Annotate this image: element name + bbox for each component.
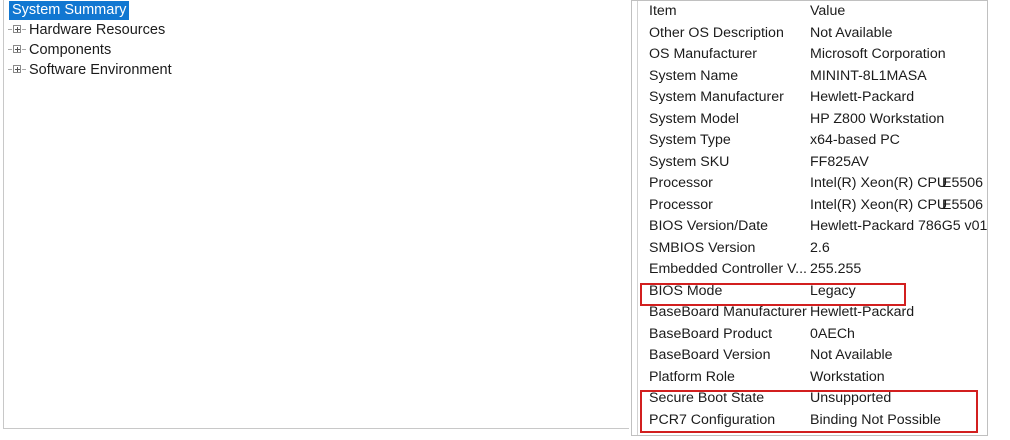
detail-row-value: Hewlett-Packard 786G5 v01.17, 8/ (810, 218, 988, 234)
detail-row-value: 0AECh (810, 325, 855, 342)
detail-row-item: BIOS Version/Date (649, 218, 769, 234)
plus-box-icon[interactable] (8, 24, 26, 35)
detail-row-item: Embedded Controller V... (649, 261, 807, 277)
detail-row-item: Other OS Description (649, 24, 784, 41)
detail-row-item: OS Manufacturer (649, 46, 758, 62)
tree-item-hardware-resources[interactable]: Hardware Resources (4, 20, 629, 40)
detail-row-value: Not Available (810, 24, 893, 41)
details-header-row: Item Value (638, 1, 987, 23)
tree-item-hardware-resources-label: Hardware Resources (29, 22, 166, 39)
detail-row-value: Legacy (810, 282, 856, 299)
tree-item-system-summary[interactable]: System Summary (4, 0, 629, 20)
detail-row-item: System Name (649, 67, 739, 84)
detail-row[interactable]: PCR7 Configuration Binding Not Possible (638, 410, 987, 432)
detail-row-item: Processor (649, 175, 713, 191)
detail-row-value: Microsoft Corporation (810, 46, 946, 62)
detail-row[interactable]: SMBIOS Version 2.6 (638, 238, 987, 260)
detail-row-value: FF825AV (810, 153, 869, 170)
detail-row[interactable]: BIOS Version/Date Hewlett-Packard 786G5 v… (638, 216, 988, 238)
detail-row[interactable]: System SKU FF825AV (638, 152, 987, 174)
detail-row-item: BaseBoard Version (649, 347, 771, 363)
detail-row[interactable]: OS Manufacturer Microsoft Corporation (638, 44, 987, 66)
detail-row-item: Platform Role (649, 368, 735, 385)
detail-row[interactable]: Platform Role Workstation (638, 367, 987, 389)
detail-row[interactable]: System Manufacturer Hewlett-Packard (638, 87, 987, 109)
detail-row-item: PCR7 Configuration (649, 411, 776, 428)
detail-row-value: HP Z800 Workstation (810, 110, 945, 127)
detail-row-item: SMBIOS Version (649, 239, 756, 256)
detail-row-value: x64-based PC (810, 132, 900, 148)
detail-row-value: Binding Not Possible (810, 411, 941, 428)
detail-row[interactable]: System Model HP Z800 Workstation (638, 109, 987, 131)
detail-row-item: System Manufacturer (649, 89, 784, 105)
detail-row-value: Hewlett-Packard (810, 89, 915, 105)
detail-row-item: BaseBoard Product (649, 325, 773, 342)
detail-row-value: Intel(R) Xeon(R) CPU (810, 175, 948, 191)
detail-row-item: System SKU (649, 153, 730, 170)
detail-row-item: System Type (649, 132, 731, 148)
detail-row-value: Unsupported (810, 390, 892, 406)
detail-row-value: Intel(R) Xeon(R) CPU (810, 196, 948, 213)
detail-row[interactable]: System Name MININT-8L1MASA (638, 66, 987, 88)
detail-row-value-extra: E5506 (942, 175, 984, 191)
column-header-value[interactable]: Value (810, 3, 846, 19)
detail-row-item: BaseBoard Manufacturer (649, 304, 807, 320)
detail-row-value: Workstation (810, 368, 885, 385)
detail-row[interactable]: Secure Boot State Unsupported (638, 388, 987, 410)
detail-row-item: Secure Boot State (649, 390, 765, 406)
tree-item-components[interactable]: Components (4, 40, 629, 60)
detail-row-value: MININT-8L1MASA (810, 67, 927, 84)
plus-box-icon[interactable] (8, 64, 26, 75)
detail-row[interactable]: System Type x64-based PC (638, 130, 987, 152)
detail-row-value: 2.6 (810, 239, 830, 256)
detail-row[interactable]: BIOS Mode Legacy (638, 281, 987, 303)
detail-row-value: 255.255 (810, 261, 862, 277)
detail-row-item: System Model (649, 110, 739, 127)
navigation-tree-panel[interactable]: System Summary Hardware Resources Compon… (3, 0, 629, 429)
tree-item-system-summary-label: System Summary (9, 1, 130, 20)
detail-row[interactable]: BaseBoard Product 0AECh (638, 324, 987, 346)
detail-row[interactable]: Embedded Controller V...255.255 (638, 259, 987, 281)
detail-row-item: Processor (649, 196, 713, 213)
detail-row[interactable]: Other OS Description Not Available (638, 23, 987, 45)
column-header-item[interactable]: Item (649, 3, 677, 19)
detail-row-value: Not Available (810, 347, 893, 363)
tree-item-software-environment-label: Software Environment (29, 62, 172, 79)
plus-box-icon[interactable] (8, 44, 26, 55)
tree-item-components-label: Components (29, 42, 112, 59)
tree-item-software-environment[interactable]: Software Environment (4, 60, 629, 80)
detail-row[interactable]: BaseBoard Version Not Available (638, 345, 987, 367)
detail-row-value: Hewlett-Packard (810, 304, 915, 320)
detail-row-value-extra: E5506 (942, 196, 984, 213)
detail-row-item: BIOS Mode (649, 282, 723, 299)
